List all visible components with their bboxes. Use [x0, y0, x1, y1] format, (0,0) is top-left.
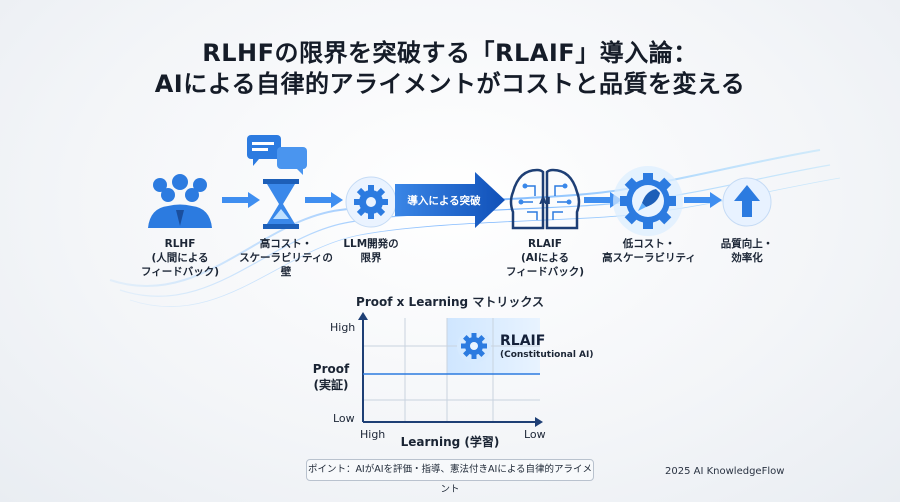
y-low-label: Low — [333, 412, 355, 425]
breakthrough-arrow — [395, 172, 505, 228]
rocket-gear-icon — [613, 166, 683, 236]
hourglass-chat-icon — [247, 135, 307, 229]
llm-limit-label: LLM開発の 限界 — [343, 238, 399, 264]
quality-node — [722, 177, 772, 227]
ai-heads-icon: AI — [509, 168, 581, 230]
credit: 2025 AI KnowledgeFlow — [665, 466, 785, 477]
gear-icon — [345, 176, 397, 228]
x-axis-label: Learning (学習) — [400, 435, 500, 449]
quality-label: 品質向上・ 効率化 — [720, 238, 774, 264]
people-group-icon — [148, 174, 212, 228]
matrix-title: Proof x Learning マトリックス — [356, 295, 544, 309]
llm-limit-node — [345, 176, 397, 228]
rlaif-matrix-title: RLAIF — [500, 333, 546, 349]
flow-arrow-4 — [684, 192, 722, 208]
flow-arrow-2 — [305, 192, 343, 208]
svg-text:AI: AI — [539, 196, 550, 207]
rlhf-label: RLHF (人間による フィードバック) — [140, 238, 220, 278]
rlhf-node — [140, 170, 220, 230]
cost-wall-label: 高コスト・ スケーラビリティの 壁 — [239, 238, 333, 278]
point-note: ポイント：AIがAIを評価・指導、憲法付きAIによる自律的アライメント — [306, 459, 594, 495]
y-axis-label: Proof (実証) — [312, 362, 350, 392]
cost-wall-node — [245, 133, 315, 233]
low-cost-node — [612, 165, 684, 237]
breakthrough-label: 導入による突破 — [407, 195, 481, 207]
flow-arrow-1 — [222, 192, 260, 208]
low-cost-label: 低コスト・ 高スケーラビリティ — [602, 238, 696, 264]
up-arrow-icon — [722, 177, 772, 227]
x-left-label: High — [360, 428, 386, 441]
rlaif-label: RLAIF (AIによる フィードバック) — [505, 238, 585, 278]
rlaif-matrix-subtitle: (Constitutional AI) — [500, 350, 594, 360]
title-line-2: AIによる自律的アライメントがコストと品質を変える — [154, 70, 746, 98]
rlaif-gear-icon — [457, 329, 491, 363]
x-right-label: Low — [524, 428, 546, 441]
matrix-grid — [358, 312, 543, 427]
y-high-label: High — [330, 321, 356, 334]
rlaif-node: AI — [505, 162, 585, 232]
title-line-1: RLHFの限界を突破する「RLAIF」導入論： — [202, 39, 698, 67]
